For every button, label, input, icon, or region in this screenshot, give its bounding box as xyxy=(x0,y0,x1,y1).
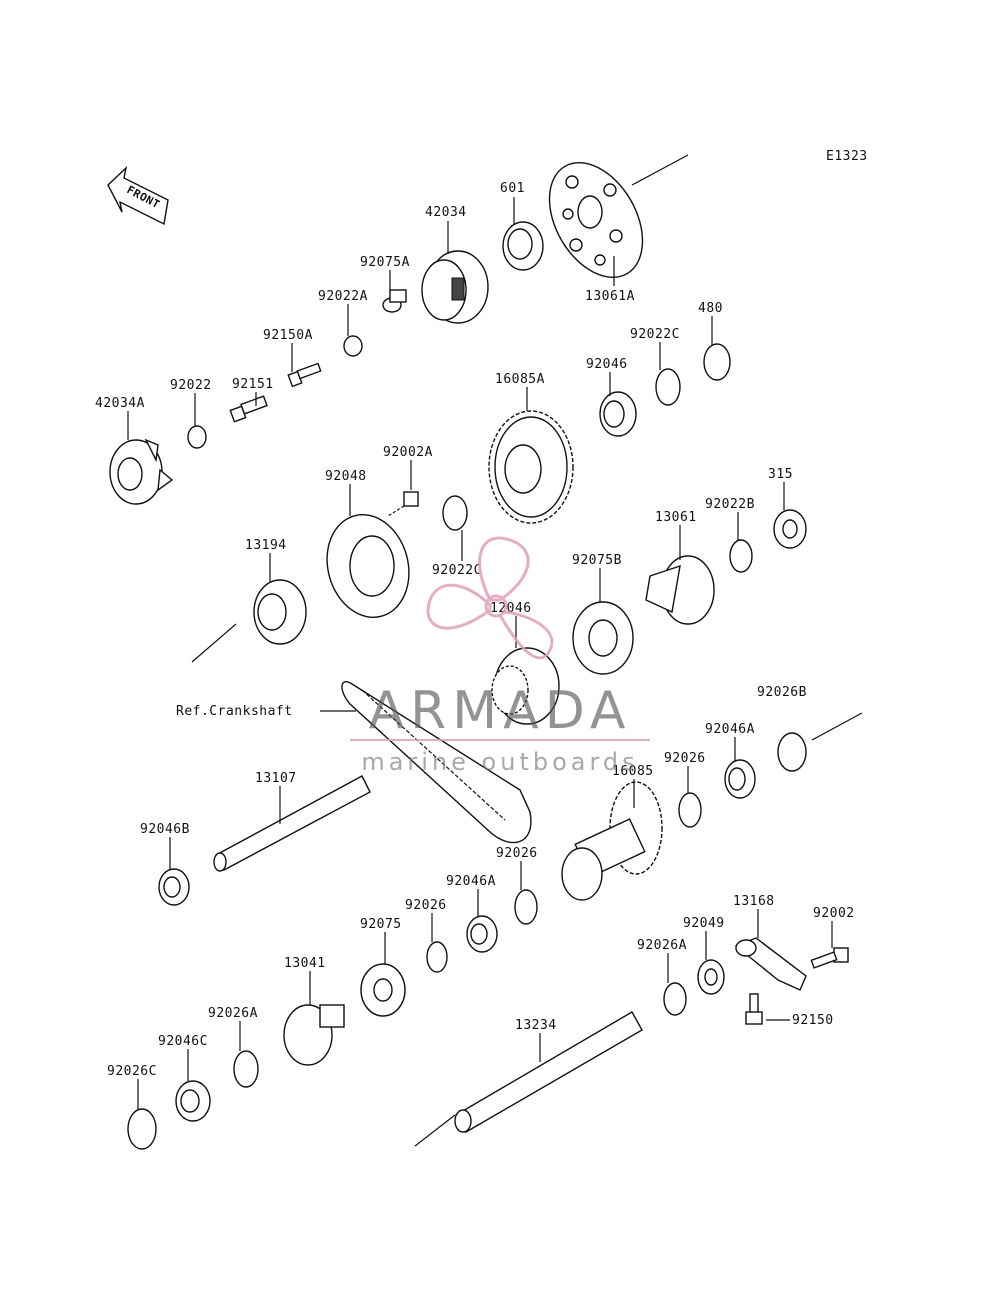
part-label: 16085 xyxy=(612,764,654,779)
part-label: 92150A xyxy=(263,328,313,343)
damper-92075b xyxy=(572,601,634,675)
damper-92075 xyxy=(360,963,406,1017)
part-label: 92075 xyxy=(360,917,402,932)
part-label: 92026B xyxy=(757,685,807,700)
part-label: 92048 xyxy=(325,469,367,484)
ring-92026a-upper xyxy=(663,982,687,1016)
gear-16085a xyxy=(488,410,574,524)
part-label: 92002 xyxy=(813,906,855,921)
part-label: 12046 xyxy=(490,601,532,616)
needle-bearing-92046a-upper xyxy=(724,759,756,799)
seal-92049 xyxy=(697,959,725,995)
bolt-92002 xyxy=(810,947,849,969)
diagram-code: E1323 xyxy=(826,149,868,164)
nut-315 xyxy=(773,509,807,549)
hub-13061 xyxy=(645,555,715,625)
needle-bearing-92046 xyxy=(599,391,637,437)
part-label: 92075A xyxy=(360,255,410,270)
part-label: 92026A xyxy=(208,1006,258,1021)
propeller-logo-icon xyxy=(426,536,554,660)
gear-16085 xyxy=(561,781,663,901)
part-label: 480 xyxy=(698,301,723,316)
shaft-13107 xyxy=(213,775,371,872)
ring-92022c-mid xyxy=(442,495,468,531)
part-label: 92150 xyxy=(792,1013,834,1028)
bearing-601 xyxy=(502,221,544,271)
plate-13061a xyxy=(548,162,644,278)
part-label: 92049 xyxy=(683,916,725,931)
part-labels: 42034 601 13061A 92075A 92022A 92150A 92… xyxy=(95,181,855,1079)
part-label: 92026C xyxy=(107,1064,157,1079)
needle-bearing-92046b xyxy=(158,868,190,906)
needle-bearing-92046a-lower xyxy=(466,915,498,953)
lever-13168 xyxy=(734,937,807,991)
bracket-13041 xyxy=(283,1004,345,1066)
sprocket-12046 xyxy=(491,647,560,725)
part-label: 13107 xyxy=(255,771,297,786)
ring-92026-mid xyxy=(514,889,538,925)
bolt-92002a xyxy=(387,491,419,517)
part-label: 92002A xyxy=(383,445,433,460)
washer-92026c xyxy=(127,1108,157,1150)
part-label: 92046A xyxy=(705,722,755,737)
needle-bearing-92046c xyxy=(175,1080,211,1122)
watermark-tagline: marine outboards xyxy=(361,748,638,776)
part-label: 92026 xyxy=(496,846,538,861)
part-label: 315 xyxy=(768,467,793,482)
hub-42034a xyxy=(109,438,174,505)
part-label: 92022B xyxy=(705,497,755,512)
part-label: 92022C xyxy=(432,563,482,578)
part-label: 92151 xyxy=(232,377,274,392)
part-label: 42034A xyxy=(95,396,145,411)
leader-lines xyxy=(127,197,833,1109)
part-label: 92026 xyxy=(664,751,706,766)
damper-92075a xyxy=(382,289,407,313)
ring-92048 xyxy=(326,514,410,618)
ring-92022b xyxy=(729,539,753,573)
bolt-92150a xyxy=(287,362,322,388)
part-label: 16085A xyxy=(495,372,545,387)
part-label: 13234 xyxy=(515,1018,557,1033)
part-label: 92022C xyxy=(630,327,680,342)
part-label: 92046C xyxy=(158,1034,208,1049)
shaft-13234 xyxy=(454,1011,643,1133)
watermark-brand: ARMADA xyxy=(369,681,632,741)
circlip-480 xyxy=(703,343,731,381)
bolt-92151 xyxy=(229,395,268,423)
washer-92022 xyxy=(187,425,207,449)
part-label: 92046B xyxy=(140,822,190,837)
part-label: 13194 xyxy=(245,538,287,553)
part-label: 601 xyxy=(500,181,525,196)
seal-13194 xyxy=(253,579,307,645)
part-label: 92022A xyxy=(318,289,368,304)
ring-92026-lower xyxy=(426,941,448,973)
front-arrow-icon: FRONT xyxy=(107,165,169,226)
part-label: 92026A xyxy=(637,938,687,953)
part-label: 92046 xyxy=(586,357,628,372)
belt xyxy=(341,681,532,844)
ring-92026a-lower xyxy=(233,1050,259,1088)
ring-92022c-upper xyxy=(655,368,681,406)
ref-crankshaft-label: Ref.Crankshaft xyxy=(176,704,293,719)
part-label: 42034 xyxy=(425,205,467,220)
bolt-92150 xyxy=(745,993,763,1025)
part-label: 92075B xyxy=(572,553,622,568)
part-label: 13041 xyxy=(284,956,326,971)
part-label: 13061A xyxy=(585,289,635,304)
part-label: 13168 xyxy=(733,894,775,909)
watermark: ARMADA marine outboards xyxy=(350,536,650,776)
hub-42034 xyxy=(421,250,489,324)
washer-92026b xyxy=(777,732,807,772)
part-label: 92022 xyxy=(170,378,212,393)
part-label: 92026 xyxy=(405,898,447,913)
part-label: 92046A xyxy=(446,874,496,889)
part-label: 13061 xyxy=(655,510,697,525)
axis-lines xyxy=(191,154,863,1147)
washer-92022a xyxy=(343,335,363,357)
ring-92026-upper xyxy=(678,792,702,828)
